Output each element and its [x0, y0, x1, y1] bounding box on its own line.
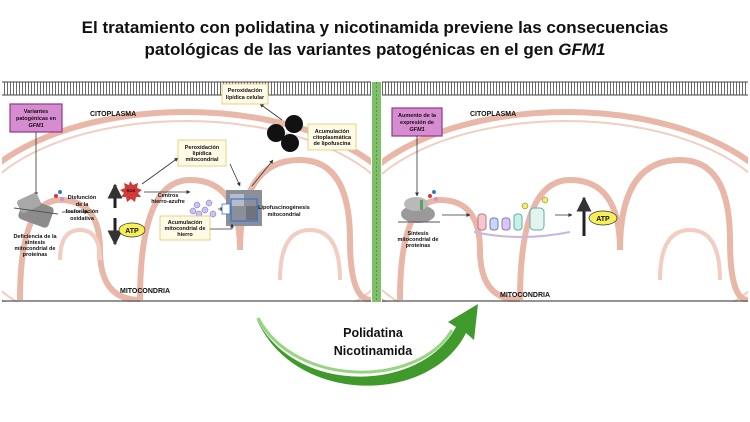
treatment-polydatin: Polidatina [343, 326, 404, 340]
svg-text:ATP: ATP [125, 228, 139, 235]
svg-text:hierro: hierro [177, 232, 193, 238]
svg-text:ATP: ATP [596, 216, 610, 223]
svg-text:mitocondrial de: mitocondrial de [15, 246, 56, 252]
title-line-2: patológicas de las variantes patogénicas… [0, 40, 750, 60]
left-mitochondria-label: MITOCONDRIA [120, 288, 170, 295]
iron-accumulation-note: Acumulación mitocondrial de hierro [159, 215, 211, 241]
svg-text:de lipofuscina: de lipofuscina [314, 141, 352, 147]
svg-text:Peroxidación: Peroxidación [185, 145, 220, 151]
svg-text:Acumulación: Acumulación [168, 220, 203, 226]
left-cell-membrane [2, 82, 371, 95]
title-line-1: El tratamiento con polidatina y nicotina… [81, 18, 669, 37]
svg-text:expresión de: expresión de [400, 120, 434, 126]
variants-box: Variantes patogénicas en GFM1 [9, 103, 63, 133]
svg-text:hierro-azufre: hierro-azufre [151, 199, 185, 205]
svg-text:Centros: Centros [158, 193, 179, 199]
svg-text:Acumulación: Acumulación [315, 129, 350, 135]
svg-text:GFM1: GFM1 [409, 127, 424, 133]
cellular-lipid-peroxidation-note: Peroxidación lipídica celular [221, 83, 269, 105]
svg-text:proteínas: proteínas [23, 252, 48, 258]
svg-text:fosforilación: fosforilación [65, 209, 99, 215]
title-gene-name: GFM1 [558, 40, 606, 59]
right-mitochondria-label: MITOCONDRIA [500, 292, 550, 299]
svg-text:de la: de la [76, 202, 89, 208]
lipofuscin-granules-icon [267, 115, 303, 152]
gfm1-expression-box: Aumento de la expresión de GFM1 [391, 107, 443, 137]
treatment-nicotinamide: Nicotinamida [334, 344, 414, 358]
left-cytoplasm-label: CITOPLASMA [90, 111, 136, 118]
svg-text:proteínas: proteínas [406, 243, 431, 249]
svg-text:patogénicas en: patogénicas en [16, 116, 57, 122]
lipofuscin-accumulation-note: Acumulación citoplasmática de lipofuscin… [307, 123, 357, 151]
svg-text:mitocondrial de: mitocondrial de [398, 237, 439, 243]
svg-text:Peroxidación: Peroxidación [228, 88, 263, 94]
treatment-arrow [255, 304, 478, 386]
right-mitochondrion [382, 109, 748, 302]
svg-text:mitocondrial de: mitocondrial de [165, 226, 206, 232]
svg-text:citoplasmática: citoplasmática [313, 135, 352, 141]
svg-text:oxidativa: oxidativa [70, 216, 95, 222]
svg-text:Disfunción: Disfunción [68, 195, 97, 201]
right-atp-badge: ATP [588, 210, 618, 226]
ribosome-icon [398, 190, 440, 223]
broken-ribosome-icon [13, 190, 64, 228]
right-cytoplasm-label: CITOPLASMA [470, 111, 516, 118]
svg-text:Síntesis: Síntesis [407, 231, 428, 237]
svg-text:mitocondrial: mitocondrial [267, 212, 300, 218]
ros-burst-icon: ROS [120, 181, 142, 202]
iron-molecules-icon [189, 199, 217, 218]
svg-text:lipídica: lipídica [193, 151, 213, 157]
svg-text:Lipofuscinogénesis: Lipofuscinogénesis [258, 205, 310, 211]
right-cell-membrane [382, 82, 748, 95]
left-panel: CITOPLASMA MITOCONDRIA Variantes patogén… [2, 81, 371, 302]
left-atp-badge: ATP [118, 222, 146, 238]
electron-transport-chain-icon [473, 196, 571, 238]
panel-divider [372, 82, 381, 302]
svg-text:lipídica celular: lipídica celular [226, 95, 265, 101]
mito-lipid-peroxidation-note: Peroxidación lipídica mitocondrial [177, 139, 227, 167]
svg-text:mitocondrial: mitocondrial [185, 157, 218, 163]
svg-text:Aumento de la: Aumento de la [398, 113, 437, 119]
svg-text:Deficiencia de la: Deficiencia de la [13, 234, 57, 240]
svg-text:Variantes: Variantes [24, 109, 48, 115]
svg-text:ROS: ROS [127, 188, 136, 193]
svg-text:GFM1: GFM1 [28, 123, 43, 129]
title-line-2-text: patológicas de las variantes patogénicas… [144, 40, 559, 59]
microscopy-image [221, 190, 262, 226]
right-panel: CITOPLASMA MITOCONDRIA Aumento de la exp… [382, 81, 748, 302]
svg-text:síntesis: síntesis [25, 240, 45, 246]
